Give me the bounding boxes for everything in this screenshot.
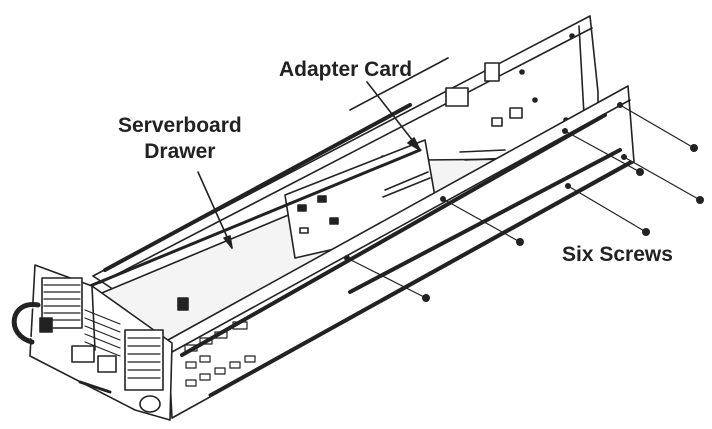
screw-leaders <box>346 104 701 299</box>
adapter-card-label: Adapter Card <box>279 58 413 81</box>
serverboard-label-line2: Drawer <box>144 140 216 163</box>
six-screws-label: Six Screws <box>562 243 673 266</box>
serverboard-leader <box>197 171 233 249</box>
serverboard-label-line1: Serverboard <box>118 114 242 137</box>
screw <box>642 228 650 236</box>
serverboard-drawer-label: Serverboard Drawer <box>118 113 242 165</box>
screw <box>516 238 524 246</box>
front-latch <box>139 395 161 413</box>
drawer-front-panel <box>29 264 173 421</box>
screw <box>696 196 704 204</box>
screw <box>690 144 698 152</box>
side-rail-panel <box>167 85 635 419</box>
screw <box>422 294 430 302</box>
drawer-handle <box>11 302 41 345</box>
adapter-card-leader <box>366 81 421 151</box>
screw <box>636 168 644 176</box>
